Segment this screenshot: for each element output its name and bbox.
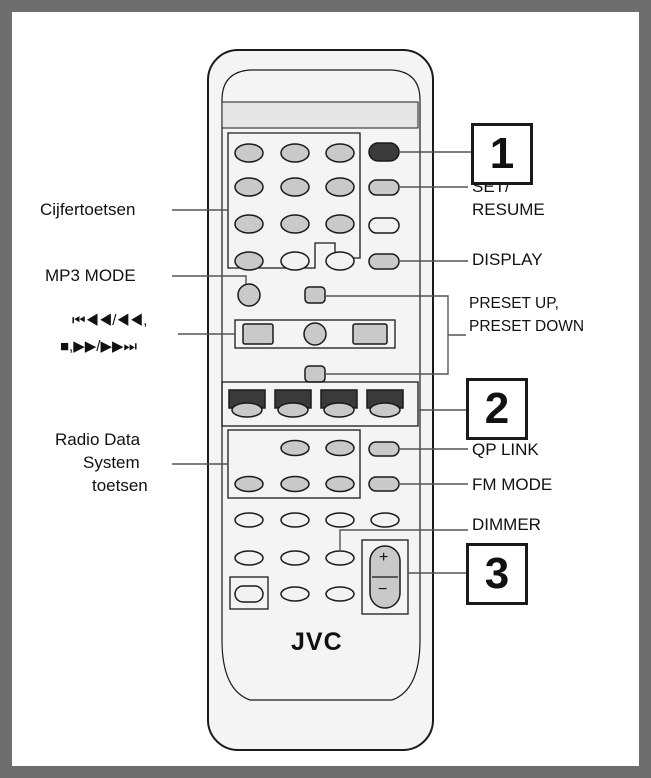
lower-key-6[interactable] <box>280 550 310 566</box>
badge-2: 2 <box>466 378 528 440</box>
badge-1: 1 <box>471 123 533 185</box>
leader-mp3-mode <box>172 275 247 284</box>
rds-key-c[interactable] <box>234 475 264 493</box>
key-plus10[interactable] <box>325 251 355 271</box>
leader-dimmer <box>339 529 468 550</box>
key-0[interactable] <box>280 251 310 271</box>
dimmer-button[interactable] <box>325 550 355 566</box>
leader-preset <box>325 295 466 375</box>
rds-key-e[interactable] <box>325 475 355 493</box>
lower-key-2[interactable] <box>280 512 310 528</box>
source-button-2[interactable] <box>274 389 312 418</box>
badge-3: 3 <box>466 543 528 605</box>
forward-button[interactable] <box>352 323 388 345</box>
fm-mode-button[interactable] <box>368 476 400 492</box>
source-button-1[interactable] <box>228 389 266 418</box>
label-mp3-mode: MP3 MODE <box>45 266 136 285</box>
key-3[interactable] <box>325 143 355 163</box>
lower-key-1[interactable] <box>234 512 264 528</box>
jvc-logo: JVC <box>291 628 343 656</box>
key-6[interactable] <box>325 177 355 197</box>
key-5[interactable] <box>280 177 310 197</box>
lower-left-key[interactable] <box>234 585 264 603</box>
lower-key-5[interactable] <box>234 550 264 566</box>
source-button-3[interactable] <box>320 389 358 418</box>
label-fm-mode: FM MODE <box>472 475 553 494</box>
label-cijfertoetsen: Cijfertoetsen <box>40 200 136 219</box>
label-dimmer: DIMMER <box>472 515 541 534</box>
label-qp-link: QP LINK <box>472 440 539 459</box>
remote-top-panel <box>221 101 419 129</box>
key-10[interactable] <box>234 251 264 271</box>
label-preset-line1: PRESET UP, <box>469 295 559 312</box>
volume-group <box>361 539 409 615</box>
lower-key-8[interactable] <box>325 586 355 602</box>
lower-key-7[interactable] <box>280 586 310 602</box>
label-rds-line1: Radio Data <box>55 430 141 449</box>
label-skip-line1: ⏮◀◀/◀◀, <box>72 312 148 329</box>
display-button[interactable] <box>368 253 400 270</box>
rds-key-b[interactable] <box>325 439 355 457</box>
label-skip-line2: ■,▶▶/▶▶⏭ <box>60 338 138 355</box>
volume-plus-label: + <box>379 549 389 566</box>
label-rds-line2: System <box>83 453 140 472</box>
source-buttons-group <box>221 381 419 427</box>
key-9[interactable] <box>325 214 355 234</box>
number-keys-group-outline <box>227 132 361 269</box>
source-button-4[interactable] <box>366 389 404 418</box>
lower-key-3[interactable] <box>325 512 355 528</box>
standby-button[interactable] <box>368 142 400 162</box>
volume-minus-label: − <box>378 581 388 598</box>
qp-link-button[interactable] <box>368 441 400 457</box>
rewind-button[interactable] <box>242 323 274 345</box>
number-keys <box>234 143 355 271</box>
lower-key-4[interactable] <box>370 512 400 528</box>
mp3-mode-button[interactable] <box>237 283 261 307</box>
key-8[interactable] <box>280 214 310 234</box>
source-buttons <box>228 389 404 418</box>
leader-lines <box>172 151 471 574</box>
set-resume-button[interactable] <box>368 179 400 196</box>
right-column-buttons <box>368 142 400 270</box>
stop-button[interactable] <box>303 322 327 346</box>
preset-up-button[interactable] <box>304 286 326 304</box>
key-2[interactable] <box>280 143 310 163</box>
rds-key-a[interactable] <box>280 439 310 457</box>
lower-keys <box>234 512 400 602</box>
label-rds-line3: toetsen <box>92 476 148 495</box>
lower-left-key-frame <box>229 576 269 610</box>
label-preset-line2: PRESET DOWN <box>469 318 585 335</box>
label-set-resume-line2: RESUME <box>472 200 545 219</box>
preset-down-button[interactable] <box>304 365 326 383</box>
rds-keys <box>234 439 355 493</box>
label-display: DISPLAY <box>472 250 543 269</box>
right-blank-button[interactable] <box>368 217 400 234</box>
remote-inner-contour <box>221 69 421 701</box>
rds-key-d[interactable] <box>280 475 310 493</box>
key-7[interactable] <box>234 214 264 234</box>
key-1[interactable] <box>234 143 264 163</box>
key-4[interactable] <box>234 177 264 197</box>
